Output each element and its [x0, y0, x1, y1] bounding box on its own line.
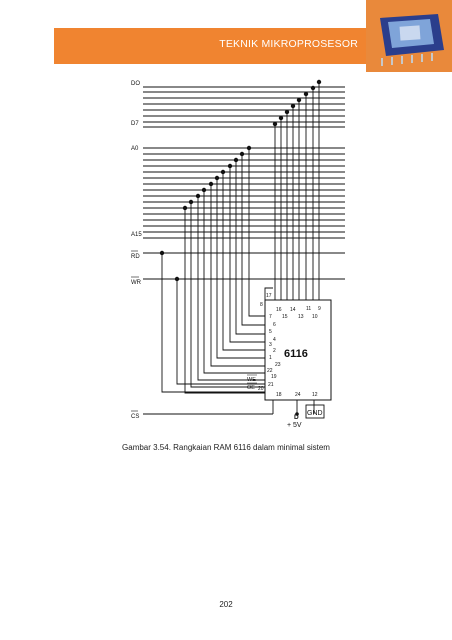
label-wr: WR — [131, 280, 142, 286]
vcc-junction — [295, 412, 299, 416]
data-bus-lines — [143, 86, 345, 128]
address-taps — [184, 148, 265, 394]
we-oe-overlines — [247, 374, 257, 384]
figure-caption: Gambar 3.54. Rangkaian RAM 6116 dalam mi… — [122, 443, 330, 452]
pin-13: 13 — [298, 314, 304, 320]
pin-12: 12 — [312, 392, 318, 398]
chip-text: 6116 WE OE D GND + 5V — [247, 348, 323, 429]
pin-4: 4 — [273, 337, 276, 343]
bar-overlines — [131, 250, 139, 412]
vcc-label: + 5V — [287, 422, 302, 429]
address-junctions — [182, 145, 252, 211]
pin-5: 5 — [269, 329, 272, 335]
label-cs: CS — [131, 414, 139, 420]
gnd-label: GND — [307, 410, 323, 417]
data-junctions — [272, 79, 322, 127]
d-label: D — [294, 414, 299, 421]
gnd-box — [305, 404, 325, 419]
pin-17: 17 — [266, 293, 272, 299]
pin-21: 21 — [268, 382, 274, 388]
pin-20: 20 — [258, 386, 264, 392]
header-bar: TEKNIK MIKROPROSESOR — [54, 28, 366, 64]
page-number: 202 — [219, 600, 233, 609]
chip-bottom-pins — [272, 400, 315, 414]
control-taps — [161, 253, 273, 393]
data-taps — [274, 82, 320, 304]
pin-19: 19 — [271, 374, 277, 380]
pin-numbers: 17 8 16 14 11 9 7 15 13 10 6 5 4 3 2 1 2… — [258, 293, 321, 398]
bus-labels: DO D7 A0 A15 RD WR CS — [131, 81, 142, 420]
pin-18: 18 — [276, 392, 282, 398]
pin-3: 3 — [269, 342, 272, 348]
pin-2: 2 — [273, 348, 276, 354]
pin-6: 6 — [273, 322, 276, 328]
pin-7: 7 — [269, 314, 272, 320]
pin-10: 10 — [312, 314, 318, 320]
pin-24: 24 — [295, 392, 301, 398]
chip-6116 — [264, 299, 332, 401]
control-junctions — [159, 250, 180, 282]
we-label: WE — [247, 377, 256, 383]
label-a15: A15 — [131, 232, 142, 238]
chip-photo — [366, 0, 452, 72]
pin-1: 1 — [269, 355, 272, 361]
label-rd: RD — [131, 254, 140, 260]
pin-22: 22 — [267, 368, 273, 374]
pin-23: 23 — [275, 362, 281, 368]
pin-16: 16 — [276, 307, 282, 313]
pin-8: 8 — [260, 302, 263, 308]
label-a0: A0 — [131, 146, 139, 152]
pin-15: 15 — [282, 314, 288, 320]
chip-icon — [366, 0, 452, 72]
label-d0: DO — [131, 81, 140, 87]
header-title: TEKNIK MIKROPROSESOR — [219, 38, 358, 50]
pin-9: 9 — [318, 306, 321, 312]
oe-label: OE — [247, 385, 255, 391]
pin-11: 11 — [306, 306, 311, 312]
address-bus-lines — [143, 147, 345, 239]
pin-14: 14 — [290, 307, 296, 313]
label-d7: D7 — [131, 121, 139, 127]
chip-name: 6116 — [284, 348, 308, 360]
